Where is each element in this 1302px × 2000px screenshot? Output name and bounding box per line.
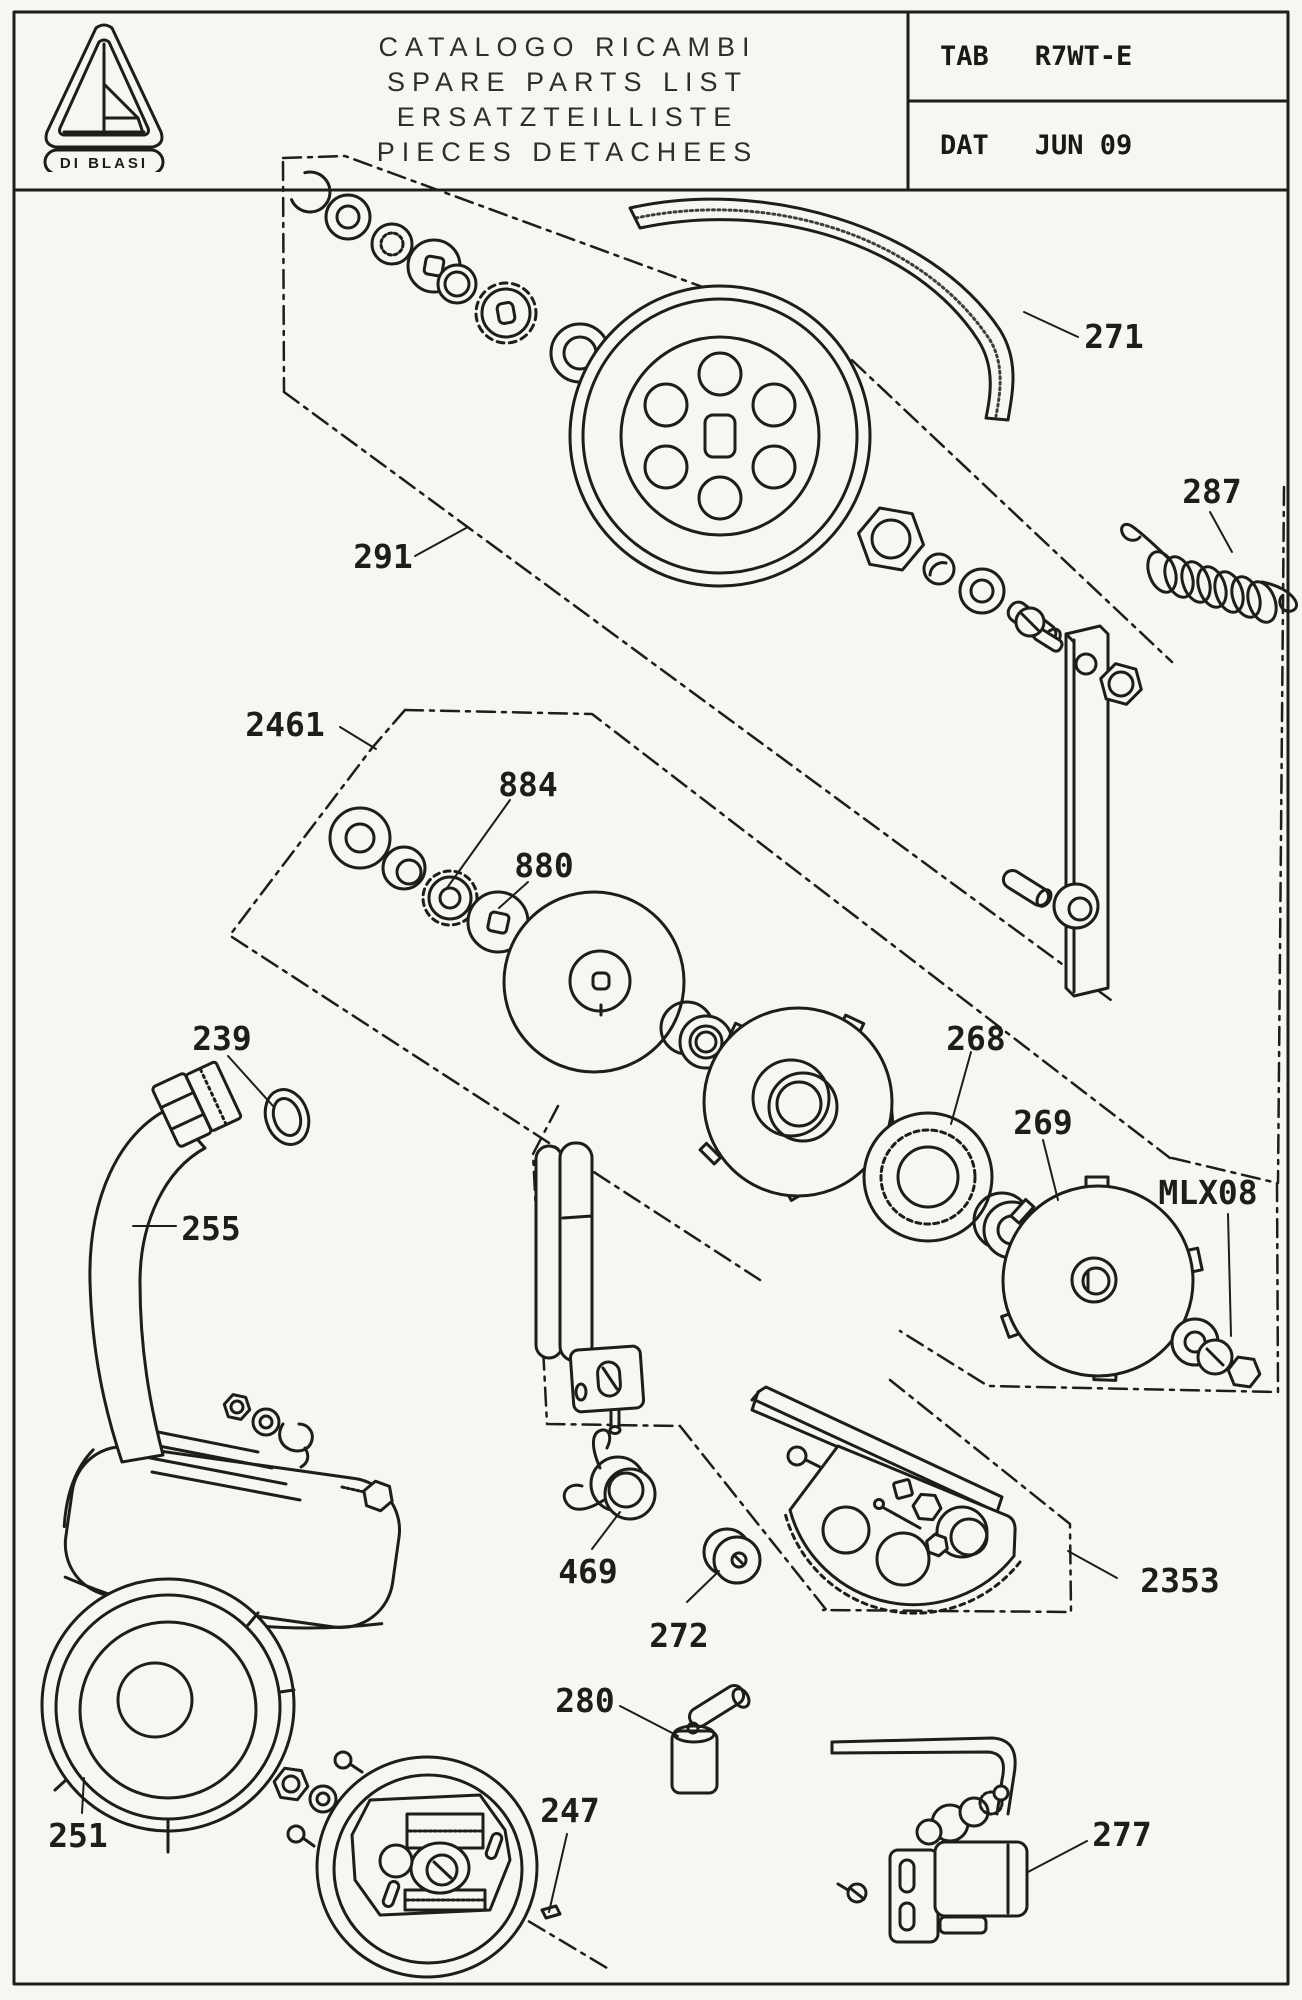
sector-gear-assembly <box>750 1385 1022 1615</box>
tab-label: TAB <box>940 41 989 72</box>
exhaust-gasket-ring <box>263 1088 311 1146</box>
title-line-french: PIECES DETACHEES <box>376 137 759 167</box>
dat-value: JUN 09 <box>1034 130 1133 161</box>
star-lock-washer <box>421 869 479 927</box>
bushing-2 <box>381 845 427 891</box>
circlip <box>288 170 332 214</box>
pulley-hex-nut <box>857 506 925 572</box>
belt <box>628 197 1015 422</box>
tensioner-channel <box>1052 624 1110 998</box>
part-label-239: 239 <box>192 1019 252 1058</box>
part-label-2461: 2461 <box>245 705 324 744</box>
part-label-255: 255 <box>181 1209 241 1248</box>
part-label-247: 247 <box>540 1791 600 1830</box>
channel-hex-nut <box>1099 662 1143 706</box>
part-label-271: 271 <box>1084 317 1144 356</box>
kick-lever <box>534 1141 646 1435</box>
cover-washer <box>308 1784 338 1814</box>
part-label-268: 268 <box>946 1019 1006 1058</box>
fan-hex-nut <box>1226 1355 1262 1389</box>
spacer-pin <box>1001 869 1053 908</box>
dat-label: DAT <box>940 130 989 161</box>
table-info-box: TAB R7WT-E DAT JUN 09 <box>908 12 1288 190</box>
part-label-272: 272 <box>649 1616 709 1655</box>
title-line-german: ERSATZTEILLISTE <box>396 102 739 132</box>
muffler-bolt <box>340 1479 394 1513</box>
part-label-280: 280 <box>555 1681 615 1720</box>
washer-small-4 <box>328 806 392 870</box>
part-label-469: 469 <box>558 1552 618 1591</box>
muffler-hook-clamp <box>278 1422 314 1469</box>
ignition-coil <box>830 1736 1029 1944</box>
part-label-277: 277 <box>1092 1815 1152 1854</box>
tab-value: R7WT-E <box>1034 41 1133 72</box>
leader-lines <box>81 311 1233 1913</box>
fan-screw <box>1196 1338 1234 1376</box>
di-blasi-logo: DI BLASI <box>43 23 165 172</box>
tab-row: TAB R7WT-E <box>908 12 1288 101</box>
part-label-mlx08: MLX08 <box>1158 1173 1257 1212</box>
part-label-884: 884 <box>498 765 558 804</box>
part-label-287: 287 <box>1182 472 1242 511</box>
muffler-nut <box>222 1393 252 1421</box>
part-label-2353: 2353 <box>1140 1561 1219 1600</box>
magneto-flywheel <box>315 1755 539 1979</box>
page-frame <box>12 10 1290 1986</box>
crown-gear <box>862 1111 994 1243</box>
fuel-tap <box>670 1683 751 1795</box>
part-label-880: 880 <box>514 846 574 885</box>
splined-bushing <box>370 222 414 266</box>
woodruff-key <box>540 1904 562 1920</box>
washer-small-1 <box>324 193 372 241</box>
title-line-english: SPARE PARTS LIST <box>386 67 749 97</box>
catalog-title: CATALOGO RICAMBI SPARE PARTS LIST ERSATZ… <box>235 16 900 184</box>
washer-small-3 <box>958 567 1006 615</box>
cover-screw-2 <box>286 1824 316 1848</box>
cap-nut <box>922 552 956 586</box>
square-bore-nut <box>406 238 478 305</box>
exhaust-pipe <box>88 1060 243 1464</box>
part-label-291: 291 <box>353 537 413 576</box>
kick-return-spring <box>562 1428 657 1521</box>
clutch-drum <box>698 1006 895 1202</box>
dat-row: DAT JUN 09 <box>908 101 1288 190</box>
muffler-washer <box>251 1407 281 1437</box>
slotted-screw <box>1014 606 1064 653</box>
logo-text: DI BLASI <box>60 155 148 172</box>
part-label-251: 251 <box>48 1816 108 1855</box>
cover-screw-1 <box>333 1750 364 1774</box>
chain-sprocket <box>474 281 538 345</box>
grommet <box>702 1527 762 1585</box>
side-cover-ring <box>40 1577 296 1854</box>
drive-pulley <box>568 284 872 588</box>
title-line-italian: CATALOGO RICAMBI <box>378 32 757 62</box>
fan-wheel <box>1000 1175 1204 1382</box>
tension-spring <box>1120 522 1299 624</box>
part-label-269: 269 <box>1013 1103 1073 1142</box>
cover-hex-nut <box>272 1766 310 1802</box>
variator-disc <box>502 890 686 1074</box>
